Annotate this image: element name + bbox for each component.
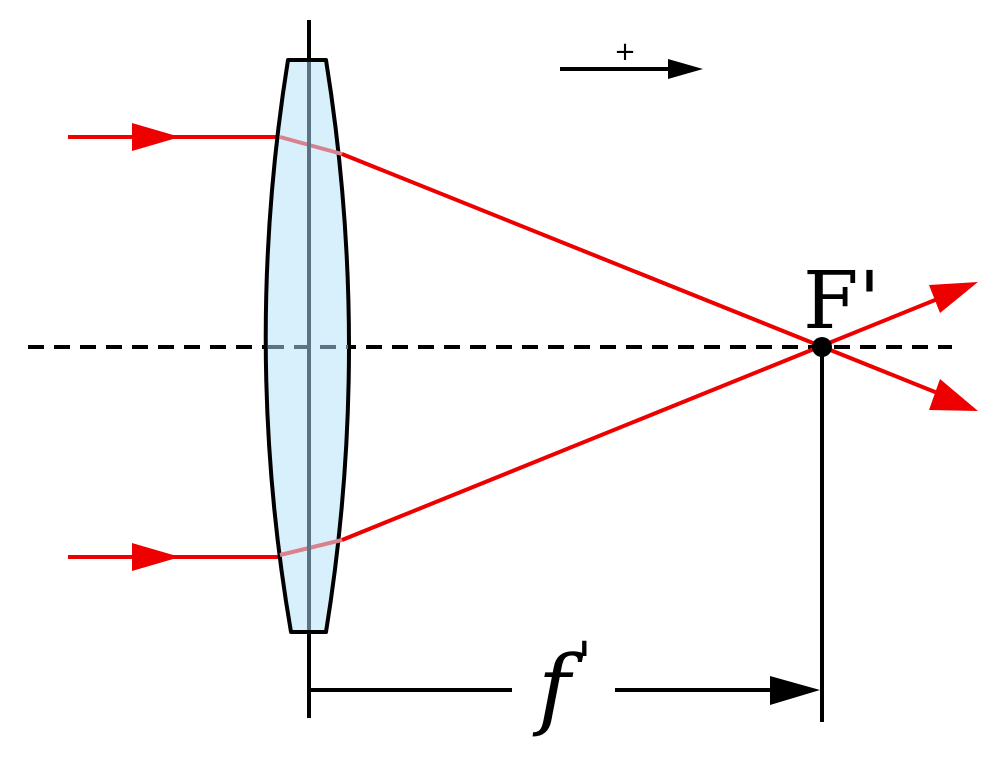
focal-point-label: F' (803, 254, 881, 347)
refracted-ray-bottom (341, 296, 941, 542)
focal-length-arrowhead (770, 676, 820, 705)
refracted-ray-bottom-arrowhead (929, 282, 978, 313)
positive-sign-label: + (614, 37, 636, 67)
focal-length-prime: ' (577, 631, 592, 696)
refracted-ray-top (341, 152, 941, 396)
incoming-ray-top-arrowhead (132, 123, 180, 151)
focal-length-label: f' (532, 631, 592, 739)
incoming-ray-bottom-arrowhead (132, 543, 180, 571)
positive-direction-arrowhead (668, 59, 703, 79)
refracted-ray-top-arrowhead (929, 379, 978, 411)
